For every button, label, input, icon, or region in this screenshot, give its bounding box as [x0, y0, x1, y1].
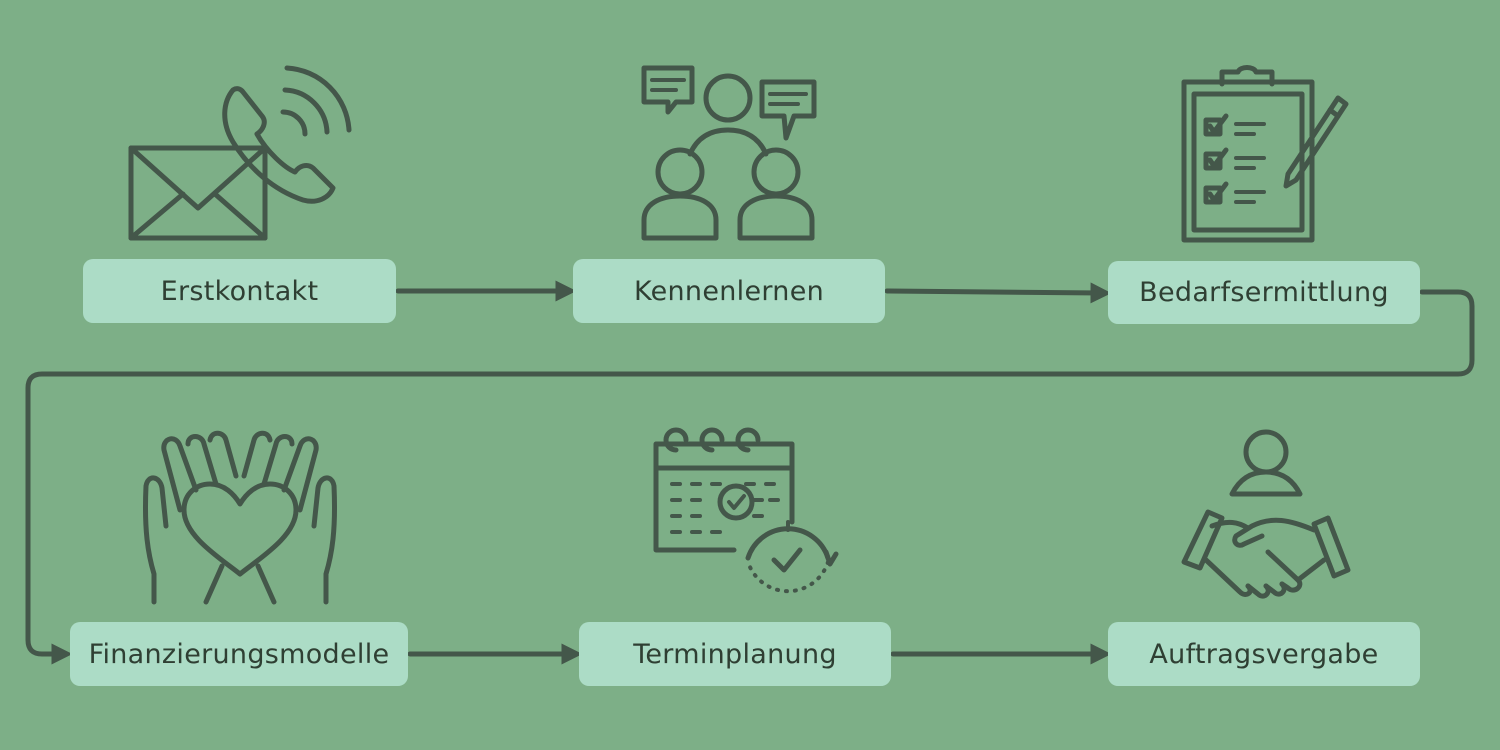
hands-heart-icon	[142, 430, 338, 605]
step-erstkontakt: Erstkontakt	[83, 259, 396, 323]
step-kennenlernen: Kennenlernen	[573, 259, 885, 323]
calendar-clock-icon	[653, 427, 839, 594]
handshake-person-icon	[1181, 429, 1351, 599]
step-auftragsvergabe: Auftragsvergabe	[1108, 622, 1420, 686]
meeting-people-icon	[641, 65, 817, 241]
step-terminplanung: Terminplanung	[579, 622, 891, 686]
step-label: Erstkontakt	[160, 275, 319, 307]
mail-phone-icon	[128, 65, 352, 241]
step-label: Finanzierungsmodelle	[88, 638, 390, 670]
arrow-2-to-3	[884, 282, 1112, 304]
clipboard-checklist-icon	[1181, 65, 1349, 243]
step-bedarfsermittlung: Bedarfsermittlung	[1108, 261, 1420, 324]
step-label: Bedarfsermittlung	[1139, 277, 1389, 308]
step-label: Auftragsvergabe	[1149, 638, 1379, 670]
step-finanzierungsmodelle: Finanzierungsmodelle	[70, 622, 408, 686]
arrow-3-to-4	[25, 289, 1475, 665]
step-label: Terminplanung	[633, 638, 837, 670]
step-label: Kennenlernen	[633, 275, 825, 307]
